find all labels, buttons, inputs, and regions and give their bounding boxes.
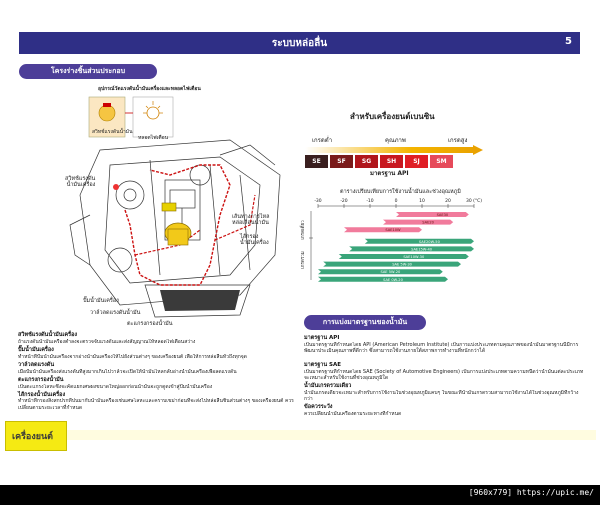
engine-lubrication-diagram: [69, 139, 281, 318]
chart-group-label: เกรดรวม: [300, 251, 306, 269]
left-para-heading: ไส้กรองน้ำมันเครื่อง: [18, 391, 66, 398]
label-oil-pump: ปั๊มน้ำมันเครื่อง: [83, 298, 119, 304]
oil-warning-inset-illustration: [88, 96, 174, 138]
api-grade-se: SE: [305, 155, 328, 168]
page-title: ระบบหล่อลื่น: [271, 38, 328, 49]
quality-high-label: เกรดสูง: [448, 137, 468, 144]
chart-bar-label: SAE30: [437, 213, 449, 217]
chart-tick-label: 20: [445, 198, 451, 204]
api-grade-sj: SJ: [405, 155, 428, 168]
right-para-text: เป็นมาตรฐานที่กำหนดโดย SAE (Society of A…: [304, 368, 584, 381]
page-header: ระบบหล่อลื่น 5: [19, 32, 580, 54]
api-grade-sh: SH: [380, 155, 403, 168]
chart-tick-label: 30 (°C): [466, 198, 482, 204]
chart-bar-label: SAE 5W-30: [392, 263, 412, 267]
left-para-text: ทำหน้าที่ปั๊มน้ำมันเครื่องจากอ่างน้ำมันเ…: [18, 353, 247, 360]
chart-tick-label: -10: [366, 198, 373, 204]
api-caption: มาตรฐาน API: [370, 170, 409, 177]
chart-tick-label: -30: [314, 198, 321, 204]
label-relief-valve: วาล์วลดแรงดันน้ำมัน: [90, 310, 141, 316]
api-grade-sm: SM: [430, 155, 453, 168]
chart-bar-label: SAE 5W-20: [381, 270, 401, 274]
left-para-heading: ตะแกรงกรองน้ำมัน: [18, 376, 64, 383]
section-pill-components: โครงร่างชิ้นส่วนประกอบ: [19, 64, 157, 79]
left-para-text: เมื่อปั๊มน้ำมันเครื่องส่งแรงดันที่สูงมาก…: [18, 368, 237, 375]
api-title: สำหรับเครื่องยนต์เบนซิน: [350, 112, 435, 121]
api-grade-sf: SF: [330, 155, 353, 168]
chart-tick-label: -20: [340, 198, 347, 204]
left-para: ตะแกรงกรองน้ำมันเป็นตะแกรงโลหะซึ่งจะคัดแ…: [18, 377, 296, 392]
left-para: วาล์วลดแรงดันเมื่อปั๊มน้ำมันเครื่องส่งแร…: [18, 362, 296, 377]
chart-bar: [318, 276, 448, 282]
inset-label-lamp: หลอดไฟเตือน: [138, 135, 169, 141]
chart-bar: [364, 238, 474, 244]
chart-bar: [383, 219, 454, 225]
right-para-heading: ข้อควรระวัง: [304, 403, 333, 410]
chart-bar: [318, 269, 443, 275]
left-paragraphs: สวิทช์แรงดันน้ำมันเครื่องถ้าแรงดันน้ำมัน…: [18, 332, 296, 414]
right-para-text: ควรเปลี่ยนน้ำมันเครื่องตามระยะทางที่กำหน…: [304, 410, 402, 417]
right-para-text: น้ำมันเกรดเดียวจะเหมาะสำหรับการใช้งานในช…: [304, 389, 579, 402]
chart-bar-label: SAE10W: [385, 228, 401, 232]
chapter-tab-label: เครื่องยนต์: [12, 432, 54, 442]
left-para: ปั๊มน้ำมันเครื่องทำหน้าที่ปั๊มน้ำมันเครื…: [18, 347, 296, 362]
inset-title: อุปกรณ์วัดแรงดันน้ำมันเครื่องและหลอดไฟเต…: [98, 86, 201, 92]
right-para-heading: มาตรฐาน API: [304, 335, 340, 341]
quality-low-label: เกรดต่ำ: [312, 137, 333, 144]
footer-stripe: [66, 430, 596, 440]
label-oil-strainer: ตะแกรงกรองน้ำมัน: [127, 321, 173, 327]
quality-gradient-arrow: [305, 145, 483, 155]
chart-tick-label: 10: [419, 198, 425, 204]
chart-bar-label: SAE15W-40: [411, 247, 433, 251]
api-grade-sg: SG: [355, 155, 378, 168]
chart-tick-label: 0: [395, 198, 398, 204]
section-pill-oil-standards: การแบ่งมาตรฐานของน้ำมัน: [304, 315, 426, 330]
left-para-heading: วาล์วลดแรงดัน: [18, 361, 55, 368]
left-para: ไส้กรองน้ำมันเครื่องทำหน้าที่กรองสิ่งสกป…: [18, 392, 296, 415]
label-oil-flow-path: เส้นทางการไหล หล่อเลื่อนน้ำมัน: [232, 214, 270, 227]
right-para: น้ำมันเกรดรวมเดียวน้ำมันเกรดเดียวจะเหมาะ…: [304, 383, 584, 404]
quality-mid-label: คุณภาพ: [385, 137, 406, 144]
chart-bar: [323, 261, 461, 267]
page-number: 5: [565, 36, 572, 47]
label-oil-pressure-switch: สวิทช์แรงดัน น้ำมันเครื่อง: [65, 176, 96, 189]
chart-bar-label: SAE 0W-20: [383, 278, 403, 282]
chapter-tab[interactable]: เครื่องยนต์: [5, 421, 67, 451]
left-para-text: ถ้าแรงดันน้ำมันเครื่องต่ำลงจะตรวจจับแรงด…: [18, 338, 196, 345]
left-para-heading: สวิทช์แรงดันน้ำมันเครื่อง: [18, 332, 78, 338]
left-para: สวิทช์แรงดันน้ำมันเครื่องถ้าแรงดันน้ำมัน…: [18, 332, 296, 347]
right-para-heading: มาตรฐาน SAE: [304, 361, 342, 368]
left-para-heading: ปั๊มน้ำมันเครื่อง: [18, 346, 54, 353]
right-para-heading: น้ำมันเกรดรวมเดียว: [304, 382, 352, 389]
sae-chart-title: ตารางเปรียบเทียบการใช้งานน้ำมันและช่วงอุ…: [340, 189, 461, 195]
chart-bar: [349, 246, 474, 252]
chart-bar-label: SAE20W-50: [419, 240, 441, 244]
chart-group-label: เกรดเดี่ยว: [299, 220, 306, 240]
chart-bar-label: SAE20: [422, 221, 434, 225]
right-para: ข้อควรระวังควรเปลี่ยนน้ำมันเครื่องตามระย…: [304, 404, 584, 417]
chart-bar: [338, 254, 469, 259]
inset-label-switch: สวิทช์แรงดันน้ำมัน: [92, 129, 133, 135]
chart-bar: [396, 212, 469, 217]
chart-bar: [344, 227, 422, 233]
right-para-text: เป็นมาตรฐานที่กำหนดโดย API (American Pet…: [304, 341, 579, 355]
document-page: ระบบหล่อลื่น 5 โครงร่างชิ้นส่วนประกอบ อุ…: [0, 0, 600, 485]
chart-bar-label: SAE10W-30: [403, 255, 425, 259]
label-oil-filter: ไส้กรอง น้ำมันเครื่อง: [240, 234, 269, 247]
watermark: [960x779] https://upic.me/: [468, 488, 594, 497]
left-para-text: ทำหน้าที่กรองสิ่งสกปรกที่ปนมากับน้ำมันเค…: [18, 398, 294, 411]
left-para-text: เป็นตะแกรงโลหะซึ่งจะคัดแยกเศษผงขนาดใหญ่อ…: [18, 383, 213, 390]
